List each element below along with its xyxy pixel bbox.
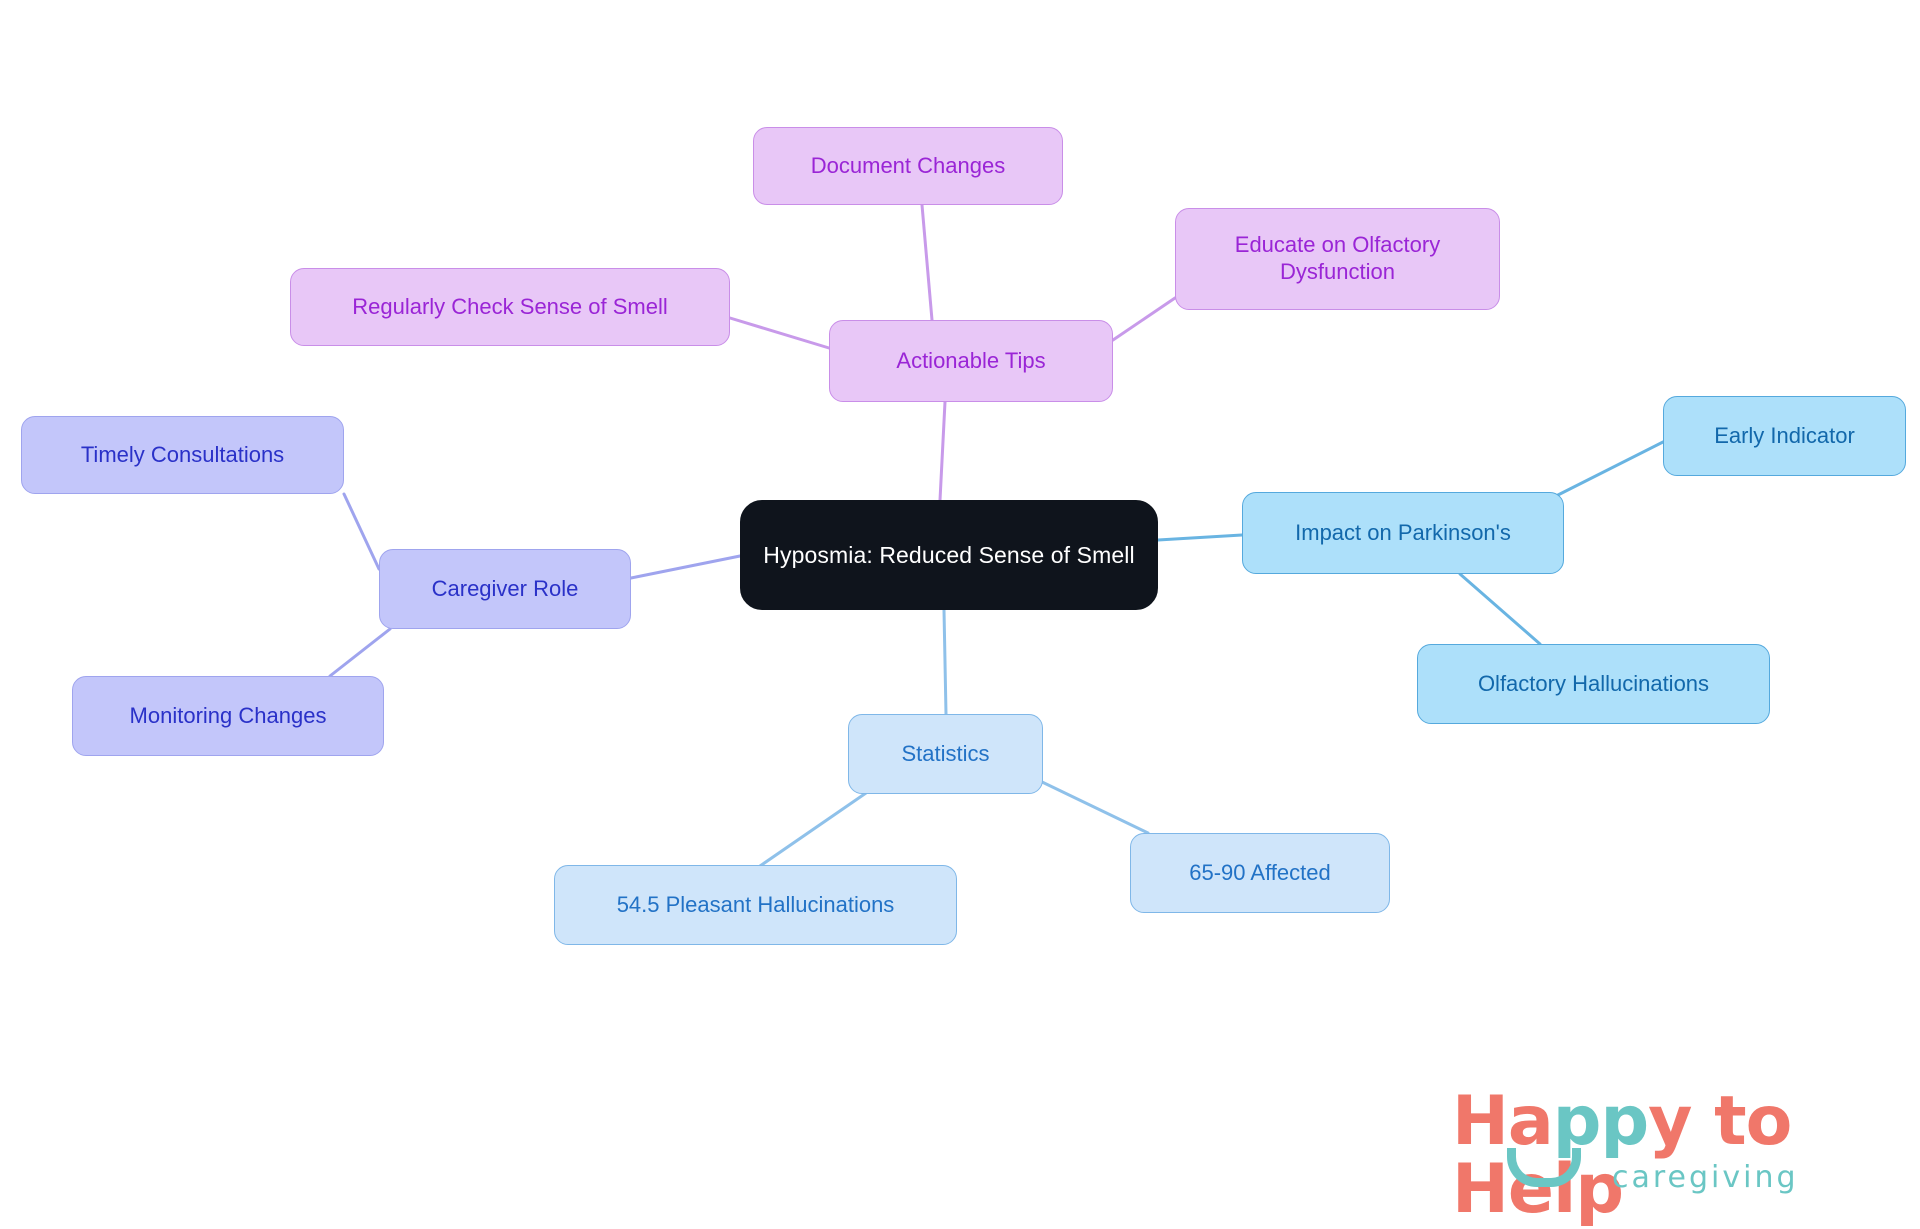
node-olfactory-hallucinations[interactable]: Olfactory Hallucinations: [1417, 644, 1770, 724]
logo-text-pp: pp: [1552, 1082, 1649, 1161]
edge-root-actionable-tips: [938, 400, 947, 502]
node-monitoring-changes[interactable]: Monitoring Changes: [72, 676, 384, 756]
node-caregiver-role[interactable]: Caregiver Role: [379, 549, 631, 629]
edge-impact-early-indicator: [1550, 440, 1665, 500]
edge-root-impact: [1156, 533, 1244, 542]
edge-root-caregiver-role: [629, 554, 742, 580]
node-label-65-90-affected: 65-90 Affected: [1189, 859, 1331, 885]
edge-caregiver-monitoring: [328, 627, 392, 678]
brand-logo: Happy to Help caregiving: [1452, 1088, 1872, 1224]
node-label-timely-consultations: Timely Consultations: [80, 441, 285, 467]
node-label-early-indicator: Early Indicator: [1714, 422, 1855, 448]
node-document-changes[interactable]: Document Changes: [753, 127, 1063, 205]
logo-wordmark: Happy to Help: [1452, 1088, 1872, 1224]
logo-subtitle: caregiving: [1612, 1160, 1799, 1195]
edge-caregiver-timely: [342, 492, 381, 571]
node-regularly-check-sense-of-smell[interactable]: Regularly Check Sense of Smell: [290, 268, 730, 346]
node-impact-on-parkinsons[interactable]: Impact on Parkinson's: [1242, 492, 1564, 574]
node-label-caregiver-role: Caregiver Role: [431, 575, 579, 601]
edge-tips-educate: [1111, 296, 1177, 342]
node-65-90-affected[interactable]: 65-90 Affected: [1130, 833, 1390, 913]
node-label-impact-on-parkinsons: Impact on Parkinson's: [1295, 519, 1511, 545]
edge-stats-65-90: [1038, 779, 1150, 835]
node-statistics[interactable]: Statistics: [848, 714, 1043, 794]
node-label-root: Hyposmia: Reduced Sense of Smell: [763, 541, 1135, 568]
node-label-regularly-check-sense-of-smell: Regularly Check Sense of Smell: [352, 293, 668, 319]
node-label-statistics: Statistics: [901, 740, 990, 766]
edge-root-statistics: [942, 608, 948, 716]
node-educate-on-olfactory-dysfunction[interactable]: Educate on Olfactory Dysfunction: [1175, 208, 1500, 310]
edge-tips-regularly-check: [728, 316, 831, 350]
logo-text-ha: Ha: [1452, 1082, 1554, 1161]
edge-stats-54-5: [758, 791, 868, 868]
node-early-indicator[interactable]: Early Indicator: [1663, 396, 1906, 476]
edge-tips-document-changes: [920, 203, 934, 322]
node-label-educate-on-olfactory-dysfunction: Educate on Olfactory Dysfunction: [1234, 232, 1441, 284]
edge-impact-olfactory-halluc: [1458, 572, 1542, 646]
node-label-olfactory-hallucinations: Olfactory Hallucinations: [1477, 670, 1710, 696]
node-label-actionable-tips: Actionable Tips: [896, 347, 1046, 373]
node-actionable-tips[interactable]: Actionable Tips: [829, 320, 1113, 402]
node-root[interactable]: Hyposmia: Reduced Sense of Smell: [740, 500, 1158, 610]
node-label-monitoring-changes: Monitoring Changes: [129, 702, 327, 728]
node-label-54-5-pleasant-hallucinations: 54.5 Pleasant Hallucinations: [616, 891, 895, 917]
logo-text-p: p: [1575, 1150, 1624, 1229]
node-label-document-changes: Document Changes: [810, 152, 1006, 178]
node-timely-consultations[interactable]: Timely Consultations: [21, 416, 344, 494]
node-54-5-pleasant-hallucinations[interactable]: 54.5 Pleasant Hallucinations: [554, 865, 957, 945]
smile-icon: [1507, 1148, 1581, 1187]
